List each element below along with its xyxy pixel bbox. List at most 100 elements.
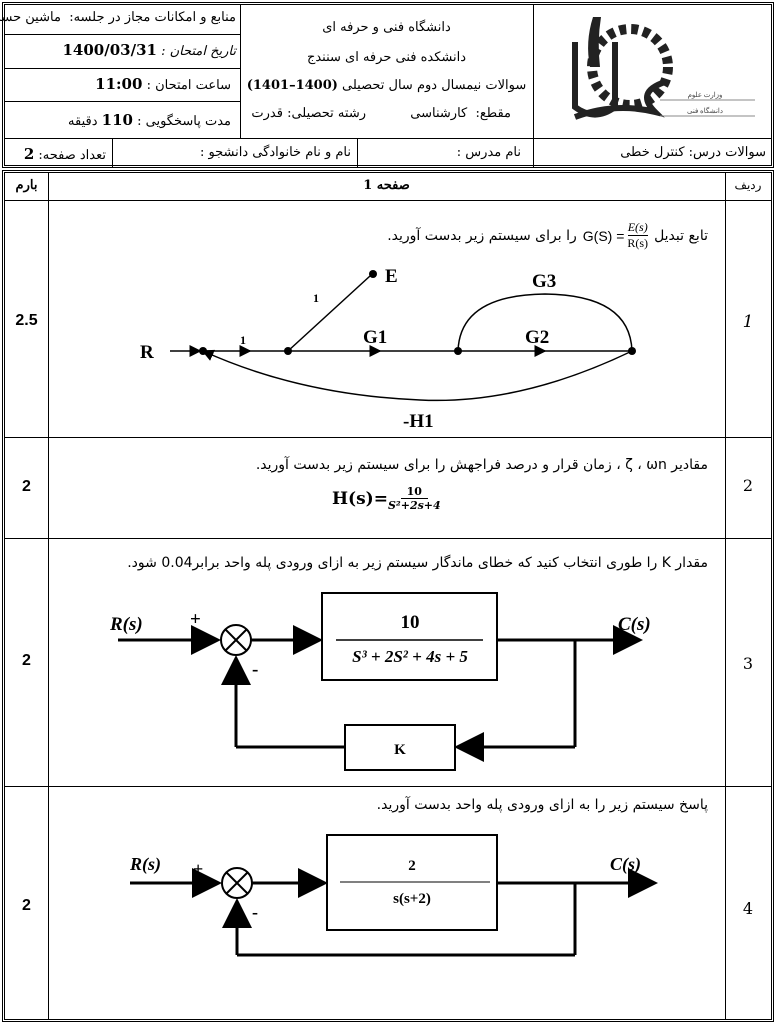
exam-time-row: ساعت امتحان : 11:00 [95, 75, 231, 93]
node [284, 347, 292, 355]
level-row: مقطع: کارشناسی [410, 106, 511, 121]
formula-lhs: H(s)= [332, 488, 388, 509]
q2-index: 2 [742, 476, 754, 495]
formula-numerator: E(s) [627, 220, 648, 236]
divider [5, 786, 771, 787]
q4-text: پاسخ سیستم زیر را به ازای ورودی پله واحد… [376, 797, 708, 813]
exam-date-row: تاریخ امتحان : 1400/03/31 [62, 41, 236, 59]
field-value: قدرت [251, 106, 283, 121]
q3-score: 2 [22, 652, 31, 669]
semester-label: سوالات نیمسال دوم سال تحصیلی [342, 78, 527, 93]
exam-time-label: ساعت امتحان : [146, 78, 231, 93]
teacher-name-field[interactable]: نام مدرس : [456, 145, 521, 160]
divider [5, 34, 240, 35]
duration-label: مدت پاسخگویی : [137, 114, 231, 129]
q4-score: 2 [22, 897, 31, 914]
q4-block-diagram: R(s) C(s) + - 2 s(s+2) [129, 834, 658, 957]
page-count-value: 2 [23, 145, 35, 163]
q2-score: 2 [22, 478, 31, 495]
q2-formula: H(s)= 10 S²+2s+4 [332, 485, 441, 512]
divider [48, 173, 49, 1019]
header-frame [2, 2, 774, 168]
label-g3: G3 [532, 271, 556, 292]
q1-text-a: تابع تبدیل [654, 227, 708, 244]
duration-value: 110 [101, 111, 133, 129]
level-value: کارشناسی [410, 106, 468, 121]
node [369, 270, 377, 278]
q3-block-diagram: R(s) C(s) + - 10 S³ + 2S² + 4s + 5 K [109, 592, 651, 771]
output-label: C(s) [610, 854, 641, 875]
plant-numerator: 2 [408, 858, 416, 874]
page-count-label: تعداد صفحه: [38, 148, 106, 163]
course-label: سوالات درس: [688, 145, 766, 160]
divider [5, 138, 771, 139]
formula-numerator: 10 [400, 485, 428, 499]
input-label: R(s) [109, 614, 143, 635]
resources-value: ماشین حساب [0, 10, 61, 25]
q1-text-b: را برای سیستم زیر بدست آورید. [387, 227, 577, 244]
divider [357, 138, 358, 168]
q1-formula: G(S) = E(s) R(s) [583, 220, 648, 251]
course-value: کنترل خطی [620, 145, 685, 160]
minus-sign: - [252, 659, 258, 680]
q1-index: 1 [742, 312, 754, 332]
plant-block [321, 592, 498, 681]
svg-text:دانشگاه فنی: دانشگاه فنی [687, 106, 723, 115]
g3-branch [457, 293, 633, 352]
score-header: بارم [15, 178, 38, 193]
output-label: C(s) [618, 614, 651, 635]
duration-unit: دقیقه [68, 114, 98, 129]
college-name: دانشکده فنی حرفه ای سنندج [306, 50, 467, 65]
student-name-field[interactable]: نام و نام خانوادگی دانشجو : [199, 145, 351, 160]
semester-line: سوالات نیمسال دوم سال تحصیلی (1400–1401) [240, 78, 533, 93]
label-e: E [385, 266, 398, 287]
index-header: ردیف [734, 178, 762, 192]
exam-date-label: تاریخ امتحان : [161, 44, 236, 59]
divider [5, 437, 771, 438]
divider [5, 538, 771, 539]
plant-numerator: 10 [401, 612, 420, 633]
questions-frame [2, 170, 774, 1022]
college-logo: وزارت علوم دانشگاه فنی [555, 12, 765, 132]
course-row: سوالات درس: کنترل خطی [620, 145, 766, 160]
divider [5, 200, 771, 201]
divider [112, 138, 113, 168]
level-label: مقطع: [475, 106, 511, 121]
h1-feedback-branch [201, 349, 633, 402]
resources-row: منابع و امکانات مجاز در جلسه: ماشین حساب [0, 10, 236, 25]
minus-sign: - [252, 902, 258, 922]
node [199, 347, 207, 355]
resources-label: منابع و امکانات مجاز در جلسه: [69, 10, 236, 25]
input-label: R(s) [129, 854, 161, 875]
exam-date-value: 1400/03/31 [62, 41, 157, 59]
duration-row: مدت پاسخگویی : 110 دقیقه [68, 111, 231, 129]
divider [5, 68, 240, 69]
field-row: رشته تحصیلی: قدرت [251, 106, 366, 121]
formula-denominator: S²+2s+4 [387, 499, 441, 512]
plant-denominator: s(s+2) [393, 891, 431, 907]
divider [725, 173, 726, 1019]
label-r: R [140, 342, 154, 363]
svg-text:وزارت علوم: وزارت علوم [688, 91, 723, 99]
q2-text: مقادیر ζ ، ωn ، زمان قرار و درصد فراجهش … [255, 457, 708, 473]
divider [240, 5, 241, 139]
field-label: رشته تحصیلی: [287, 106, 366, 121]
q1-signal-flow-graph: R E G1 G2 G3 -H1 1 1 [140, 266, 636, 432]
q3-text: مقدار K را طوری انتخاب کنید که خطای ماند… [127, 555, 708, 571]
academic-year: (1400–1401) [246, 78, 338, 93]
divider [5, 101, 240, 102]
q1-text: تابع تبدیل G(S) = E(s) R(s) را برای سیست… [387, 220, 708, 251]
q3-index: 3 [742, 654, 754, 673]
exam-time-value: 11:00 [95, 75, 143, 93]
node [454, 347, 462, 355]
label-gain-1: 1 [240, 333, 246, 347]
node [628, 347, 636, 355]
label-g1: G1 [363, 327, 387, 348]
page-count: تعداد صفحه: 2 [24, 145, 106, 163]
e-branch [287, 275, 371, 352]
q4-index: 4 [742, 899, 754, 918]
university-name: دانشگاه فنی و حرفه ای [322, 20, 451, 35]
label-g2: G2 [525, 327, 549, 348]
q1-score: 2.5 [15, 312, 38, 329]
